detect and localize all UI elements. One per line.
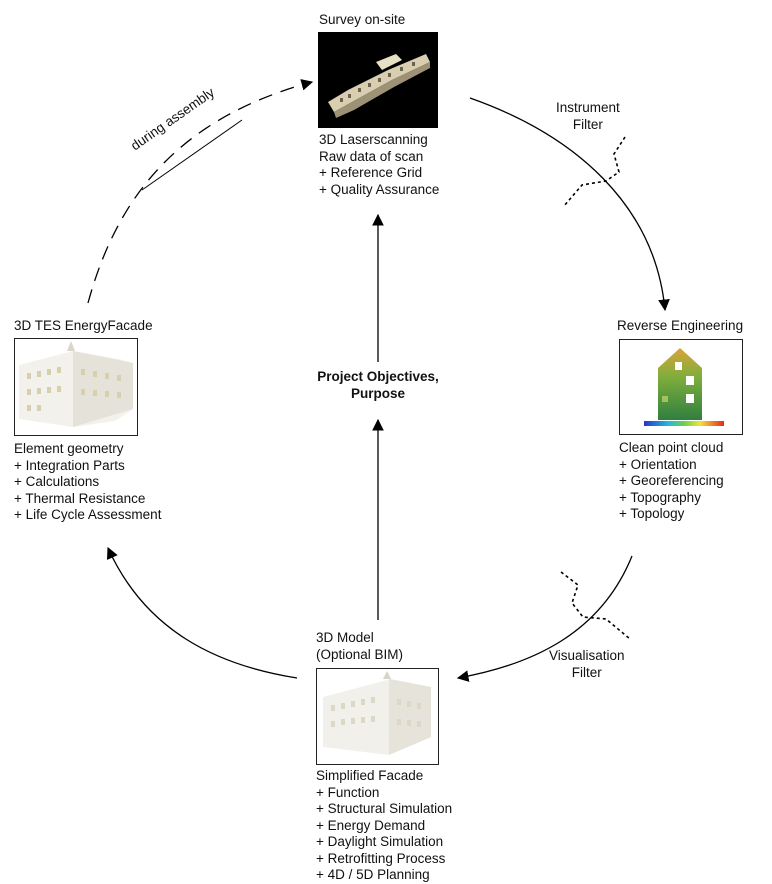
tes-facade-details: Element geometry + Integration Parts + C… bbox=[14, 441, 161, 524]
model-line: + 4D / 5D Planning bbox=[316, 867, 430, 882]
simplified-facade-image bbox=[316, 668, 439, 765]
model-line: + Function bbox=[316, 784, 380, 800]
visualisation-filter-squiggle bbox=[560, 571, 631, 640]
reverse-engineering-details: Clean point cloud + Orientation + Georef… bbox=[619, 440, 724, 523]
arc-survey-to-reverse bbox=[469, 97, 670, 312]
tes-line: + Calculations bbox=[14, 474, 100, 489]
model-title-line: 3D Model bbox=[316, 630, 374, 645]
survey-details: 3D Laserscanning Raw data of scan + Refe… bbox=[319, 132, 439, 198]
scan-building-drawing bbox=[328, 54, 430, 118]
arc-label-underline bbox=[141, 119, 243, 191]
model-line: Simplified Facade bbox=[316, 768, 424, 783]
laser-scan-image bbox=[318, 32, 438, 128]
project-objectives-label: Project Objectives, Purpose bbox=[303, 369, 453, 402]
visualisation-filter-label: Visualisation Filter bbox=[549, 648, 625, 681]
reverse-line: + Topography bbox=[619, 489, 701, 505]
model-details: Simplified Facade + Function + Structura… bbox=[316, 768, 452, 884]
model-title: 3D Model (Optional BIM) bbox=[316, 630, 403, 663]
instrument-filter-label: Instrument Filter bbox=[556, 100, 620, 133]
arc-reverse-to-model bbox=[456, 555, 633, 682]
point-cloud-image bbox=[619, 339, 743, 435]
survey-line: + Quality Assurance bbox=[319, 181, 440, 197]
instrument-filter-squiggle bbox=[563, 136, 626, 207]
survey-title: Survey on-site bbox=[319, 12, 406, 27]
survey-line: 3D Laserscanning bbox=[319, 132, 428, 147]
model-line: + Structural Simulation bbox=[316, 801, 453, 816]
tes-line: + Thermal Resistance bbox=[14, 490, 146, 506]
visualisation-filter-line: Visualisation bbox=[549, 648, 625, 663]
energy-facade-image bbox=[14, 338, 138, 436]
instrument-filter-line: Filter bbox=[572, 116, 603, 132]
reverse-engineering-title: Reverse Engineering bbox=[617, 318, 744, 333]
facade-model-drawing bbox=[323, 671, 431, 755]
objectives-line: Project Objectives, bbox=[317, 369, 439, 384]
objectives-line: Purpose bbox=[350, 385, 405, 401]
arc-model-to-tes bbox=[107, 546, 298, 679]
reverse-line: Clean point cloud bbox=[619, 440, 724, 455]
reverse-line: + Georeferencing bbox=[619, 473, 724, 488]
arc-tes-to-survey-dashed bbox=[87, 79, 314, 304]
reverse-line: + Topology bbox=[619, 506, 685, 521]
reverse-line: + Orientation bbox=[619, 456, 697, 472]
tes-line: + Integration Parts bbox=[14, 457, 125, 473]
survey-line: Raw data of scan bbox=[319, 148, 424, 164]
tes-line: + Life Cycle Assessment bbox=[14, 507, 162, 522]
model-line: + Energy Demand bbox=[316, 817, 426, 833]
tes-facade-title: 3D TES EnergyFacade bbox=[14, 318, 153, 333]
point-cloud-drawing bbox=[644, 348, 724, 426]
model-line: + Retrofitting Process bbox=[316, 850, 446, 866]
model-title-line: (Optional BIM) bbox=[316, 646, 404, 662]
energy-facade-drawing bbox=[19, 341, 133, 427]
tes-line: Element geometry bbox=[14, 441, 124, 456]
instrument-filter-line: Instrument bbox=[556, 100, 620, 115]
visualisation-filter-line: Filter bbox=[571, 664, 602, 680]
model-line: + Daylight Simulation bbox=[316, 834, 444, 849]
survey-line: + Reference Grid bbox=[319, 165, 423, 180]
